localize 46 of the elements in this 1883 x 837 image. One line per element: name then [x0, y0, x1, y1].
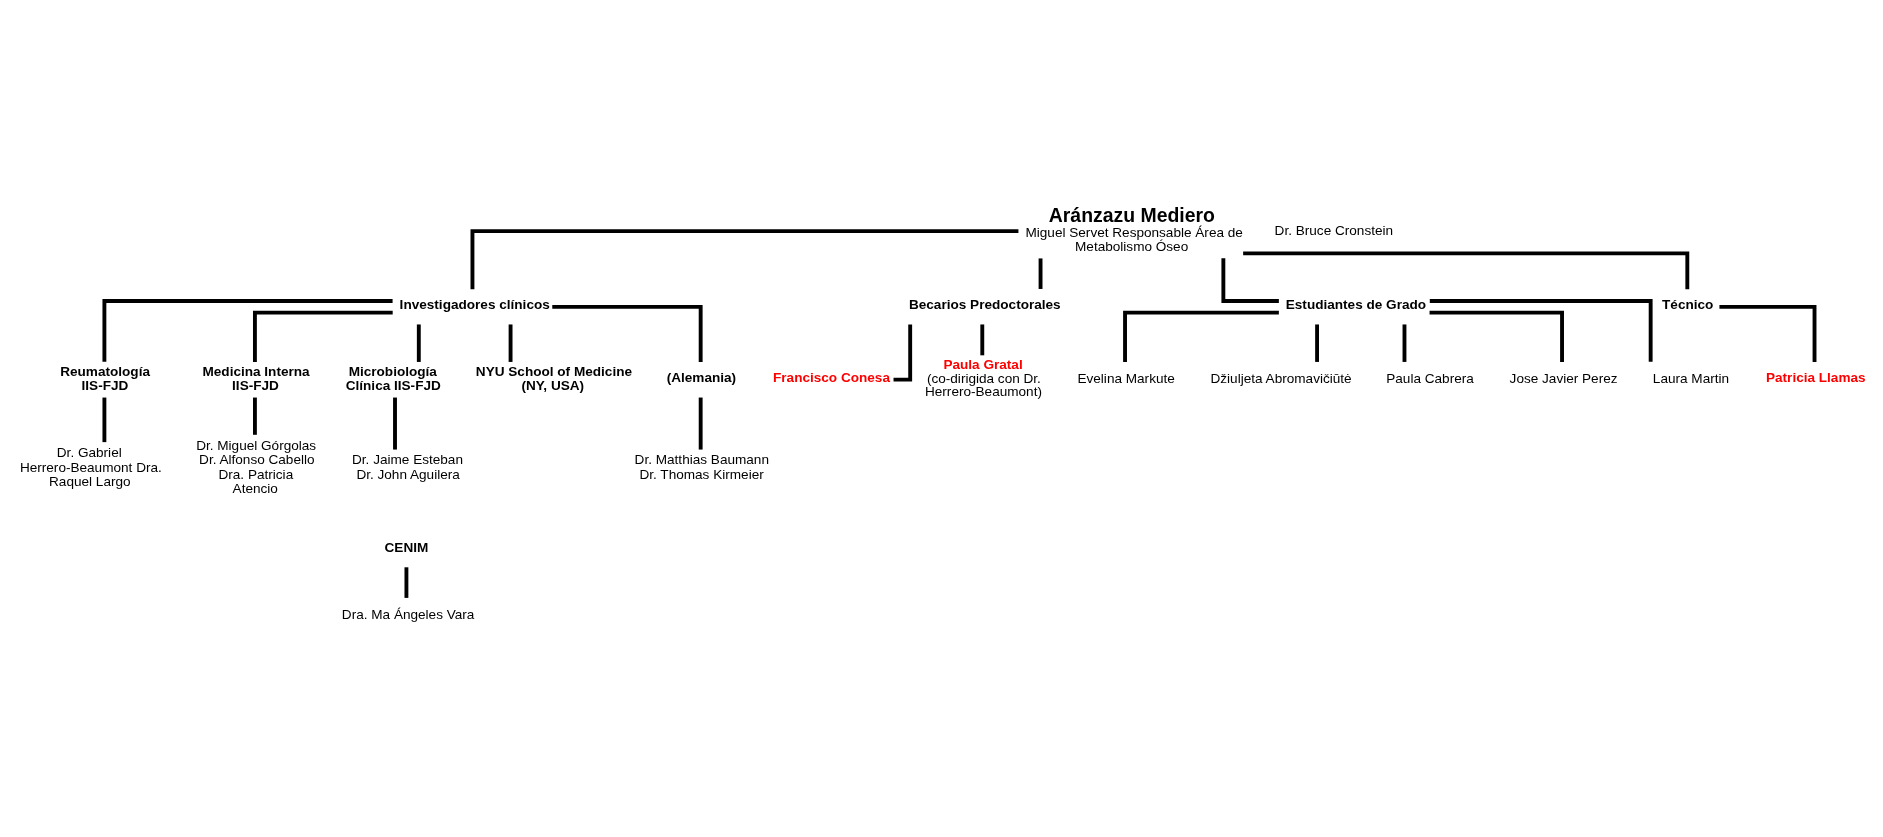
connector	[253, 310, 393, 363]
node-text: NYU School of Medicine (NY, USA)	[475, 363, 633, 393]
connector	[1429, 310, 1564, 363]
node-text: Patricia Llamas	[1765, 370, 1866, 386]
connector	[393, 397, 397, 450]
connector	[1123, 310, 1279, 363]
connector	[1221, 258, 1279, 303]
connector	[416, 324, 421, 362]
connector	[698, 397, 703, 450]
node-text: Medicina Interna IIS-FJD	[202, 363, 310, 393]
connector	[1402, 324, 1407, 362]
node-text: Técnico	[1662, 297, 1714, 313]
node-text: Dra. Ma Ángeles Vara	[341, 607, 475, 623]
node-text: Jose Javier Perez	[1509, 371, 1618, 387]
node-text: CENIM	[384, 540, 429, 556]
connector	[404, 567, 409, 598]
node-text: Dr. Miguel Górgolas Dr. Alfonso Cabello Dra. Patricia Atencio	[196, 437, 317, 497]
connector	[102, 299, 393, 362]
node-text: Dr. Bruce Cronstein	[1274, 222, 1394, 238]
connector	[980, 324, 985, 356]
connector	[253, 397, 257, 435]
node-text: Laura Martin	[1652, 371, 1730, 387]
node-text: Becarios Predoctorales	[908, 297, 1061, 313]
node-text: Džiuljeta Abromavičiūtė	[1210, 371, 1352, 387]
node-text: Paula Gratal (co-dirigida con Dr. Herrero-Beaumont)	[924, 357, 1042, 400]
connector	[1429, 299, 1653, 362]
node-text: Aránzazu Mediero Miguel Servet Responsable Área de Metabolismo Óseo	[1025, 204, 1243, 254]
connector	[1243, 251, 1690, 290]
node-text: Paula Cabrera	[1386, 371, 1474, 387]
node-text: Dr. Jaime Esteban Dr. John Aguilera	[352, 452, 463, 482]
node-text: Reumatología IIS-FJD	[60, 363, 150, 393]
node-text: Dr. Gabriel Herrero-Beaumont Dra. Raquel Largo	[19, 445, 162, 490]
node-text: Francisco Conesa	[773, 370, 890, 386]
node-text: Investigadores clínicos	[399, 297, 550, 313]
connector	[1038, 258, 1043, 289]
node-text: Evelina Markute	[1077, 371, 1175, 387]
node-text: Estudiantes de Grado	[1285, 297, 1427, 313]
node-text: Dr. Matthias Baumann Dr. Thomas Kirmeier	[634, 452, 769, 482]
connector	[552, 304, 703, 362]
connector	[470, 229, 1019, 290]
connector	[1315, 324, 1319, 362]
node-text: (Alemania)	[666, 370, 737, 386]
connector	[508, 324, 513, 362]
connector	[1719, 304, 1817, 362]
node-text: Microbiología Clínica IIS-FJD	[345, 363, 441, 393]
connector	[102, 397, 107, 443]
